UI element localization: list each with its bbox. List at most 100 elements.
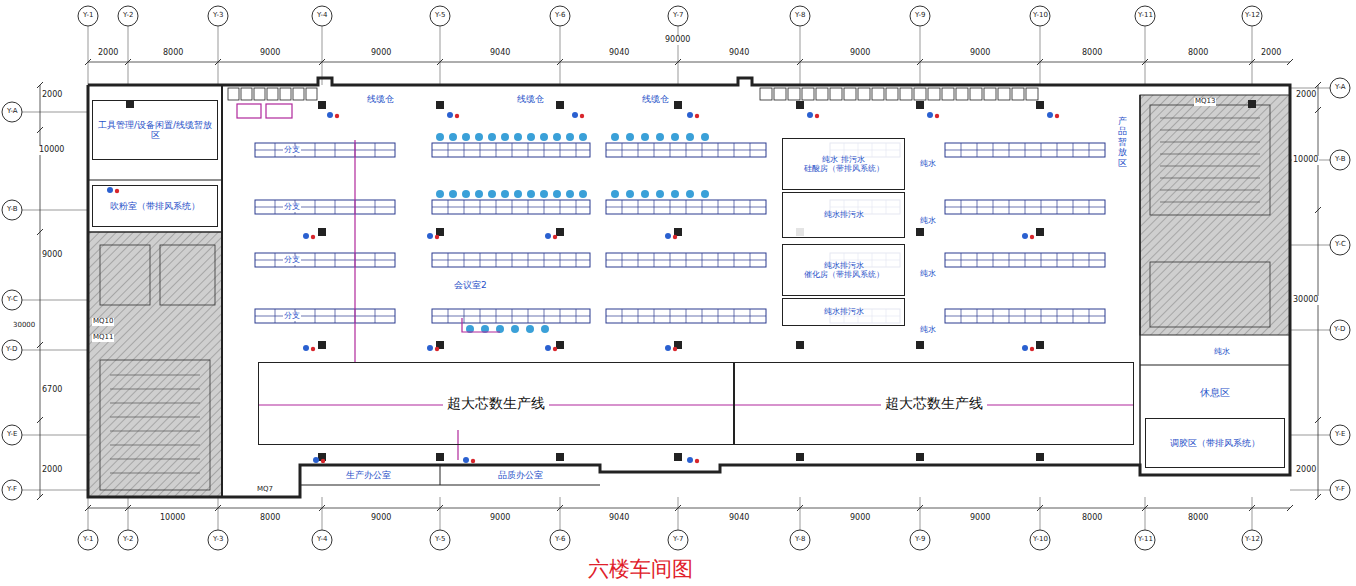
workbench (945, 309, 1105, 323)
workbench-divider (512, 253, 513, 267)
chair (701, 190, 709, 198)
drain-icon (580, 114, 584, 118)
workbench-divider (1073, 309, 1074, 323)
fan-icon (807, 112, 813, 118)
chair (701, 133, 709, 141)
axis-bubble (1242, 6, 1262, 26)
room-box: 生产办公室 (318, 466, 418, 484)
chair (626, 133, 634, 141)
production-line: 超大芯数生产线 (734, 362, 1134, 445)
cabinet (788, 88, 800, 100)
workbench-divider (1009, 309, 1010, 323)
dimension-tick (37, 82, 43, 88)
partition-wall (300, 484, 600, 485)
axis-bubble (2, 340, 22, 360)
workbench-divider (275, 253, 276, 267)
workbench-divider (375, 200, 376, 214)
axis-line (920, 26, 921, 85)
cabinet (802, 88, 814, 100)
column (1036, 341, 1044, 349)
stair-step (110, 375, 200, 376)
dimension-tick (37, 229, 43, 235)
workbench-line (255, 316, 395, 317)
column (1036, 228, 1044, 236)
chair (449, 190, 457, 198)
area-label: 纯水 (920, 270, 936, 279)
axis-line (1290, 88, 1330, 89)
workbench-divider (315, 253, 316, 267)
workbench-divider (961, 200, 962, 214)
workbench-divider (275, 309, 276, 323)
axis-line (128, 497, 129, 530)
drain-icon (1055, 114, 1059, 118)
workbench-divider (638, 200, 639, 214)
workbench-divider (686, 143, 687, 157)
axis-label: Y-1 (83, 12, 93, 20)
fan-icon (572, 112, 578, 118)
column (674, 453, 682, 461)
room-name: 品质办公室 (498, 470, 543, 480)
axis-line (218, 497, 219, 530)
magenta-line (354, 140, 355, 362)
axis-bubble (1030, 530, 1050, 550)
workbench-divider (480, 253, 481, 267)
workbench-divider (335, 143, 336, 157)
room-box: 产品暂放区 (1110, 102, 1134, 182)
workbench-divider (718, 143, 719, 157)
toilet-room (160, 245, 215, 305)
workbench-divider (528, 309, 529, 323)
workbench-divider (977, 143, 978, 157)
drain-icon (321, 459, 325, 463)
workbench-divider (1089, 309, 1090, 323)
fan-icon (107, 187, 113, 193)
fan-icon (545, 233, 551, 239)
workbench-divider (315, 309, 316, 323)
partition-wall (440, 465, 441, 485)
column (916, 101, 924, 109)
area-label: 纯水 (1214, 348, 1230, 357)
chair (514, 133, 522, 141)
fan-icon (447, 112, 453, 118)
area-label: 纯水 (920, 160, 936, 169)
axis-bubble (550, 530, 570, 550)
axis-line (1290, 245, 1330, 246)
workbench-divider (275, 200, 276, 214)
axis-bubble (430, 6, 450, 26)
stair-step (1160, 178, 1260, 179)
column (556, 228, 564, 236)
workbench-divider (1025, 253, 1026, 267)
dimension-text: 9040 (729, 49, 749, 58)
stair-room (1150, 105, 1270, 215)
dimension-text: 2000 (1295, 91, 1317, 100)
outer-wall (88, 78, 1290, 497)
stair-step (110, 431, 200, 432)
column (126, 100, 134, 108)
axis-line (218, 26, 219, 85)
dimension-text: 8000 (1188, 514, 1208, 523)
column (318, 101, 326, 109)
chair (553, 133, 561, 141)
axis-label: Y-6 (555, 536, 565, 544)
workbench-divider (528, 253, 529, 267)
drain-icon (311, 235, 315, 239)
dimension-text: 10000 (160, 514, 185, 523)
room-box: 纯水排污水催化房（带排风系统） (782, 244, 905, 296)
fan-icon (545, 345, 551, 351)
axis-label: Y-10 (1033, 12, 1048, 20)
workbench-divider (993, 200, 994, 214)
workbench-divider (576, 143, 577, 157)
axis-label: Y-12 (1245, 12, 1260, 20)
column (436, 453, 444, 461)
workbench-divider (480, 200, 481, 214)
workbench (945, 200, 1105, 214)
workbench (945, 253, 1105, 267)
column (318, 228, 326, 236)
workbench-divider (315, 143, 316, 157)
workbench-divider (464, 200, 465, 214)
fan-icon (927, 112, 933, 118)
axis-line (440, 26, 441, 85)
workbench-divider (335, 200, 336, 214)
dimension-text: 9040 (729, 514, 749, 523)
cabinet (293, 88, 304, 100)
